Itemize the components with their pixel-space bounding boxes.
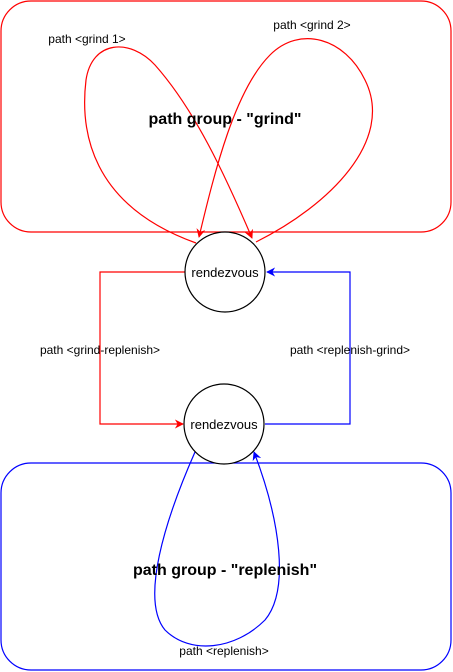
edge-grind-2-label: path <grind 2> xyxy=(273,18,350,32)
replenish-group-label: path group - "replenish" xyxy=(133,562,317,579)
edge-replenish-label: path <replenish> xyxy=(179,644,268,658)
edge-replenish[interactable] xyxy=(154,451,280,647)
grind-group-label: path group - "grind" xyxy=(149,111,302,128)
rendezvous-node-bottom-label: rendezvous xyxy=(190,417,258,432)
edge-grind-1[interactable] xyxy=(84,46,253,244)
rendezvous-node-bottom[interactable] xyxy=(183,383,265,465)
edge-grind-1-label: path <grind 1> xyxy=(48,32,125,46)
edge-grind-replenish-label: path <grind-replenish> xyxy=(40,343,160,357)
rendezvous-node-top[interactable] xyxy=(184,231,266,313)
edge-grind-2[interactable] xyxy=(196,38,374,243)
edge-replenish-grind-label: path <replenish-grind> xyxy=(290,343,410,357)
edge-replenish-grind[interactable] xyxy=(265,267,351,425)
rendezvous-node-top-label: rendezvous xyxy=(191,265,259,280)
edge-grind-replenish[interactable] xyxy=(99,271,185,429)
